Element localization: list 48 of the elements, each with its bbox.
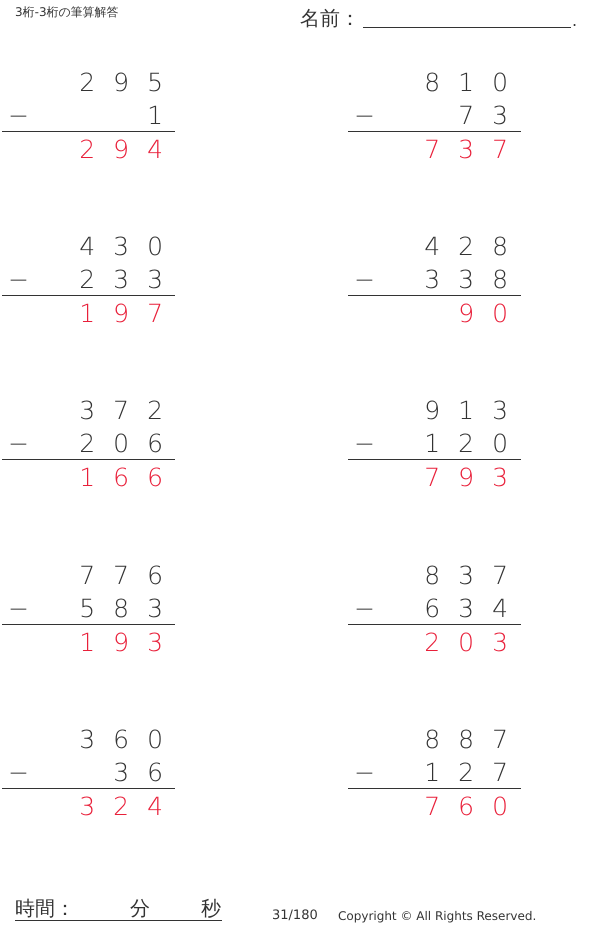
- answer-number: 90: [458, 301, 526, 326]
- number: 120: [424, 431, 526, 456]
- minutes-label: 分: [130, 898, 150, 918]
- minus-sign: −: [354, 431, 375, 456]
- minus-sign: −: [354, 596, 375, 621]
- answer-number: 203: [424, 630, 526, 655]
- number: 36: [113, 760, 181, 785]
- seconds-label: 秒: [201, 898, 221, 918]
- minus-sign: −: [8, 431, 29, 456]
- answer-number: 294: [79, 137, 181, 162]
- answer-number: 197: [79, 301, 181, 326]
- number: 206: [79, 431, 181, 456]
- answer-number: 760: [424, 794, 526, 819]
- period-mark: .: [572, 13, 578, 29]
- number: 810: [424, 70, 526, 95]
- number: 634: [424, 596, 526, 621]
- minus-sign: −: [8, 596, 29, 621]
- number: 127: [424, 760, 526, 785]
- minus-sign: −: [354, 760, 375, 785]
- minus-sign: −: [8, 267, 29, 292]
- minus-sign: −: [8, 760, 29, 785]
- answer-number: 737: [424, 137, 526, 162]
- number: 887: [424, 727, 526, 752]
- minus-sign: −: [8, 103, 29, 128]
- minus-sign: −: [354, 103, 375, 128]
- number: 428: [424, 234, 526, 259]
- copyright-notice: Copyright © All Rights Reserved.: [338, 910, 536, 922]
- name-label: 名前：: [300, 8, 360, 28]
- answer-number: 166: [79, 465, 181, 490]
- number: 233: [79, 267, 181, 292]
- worksheet-title: 3桁-3桁の筆算解答: [15, 6, 119, 18]
- number: 338: [424, 267, 526, 292]
- minus-sign: −: [354, 267, 375, 292]
- number: 372: [79, 398, 181, 423]
- answer-number: 324: [79, 794, 181, 819]
- answer-number: 793: [424, 465, 526, 490]
- answer-number: 193: [79, 630, 181, 655]
- number: 73: [458, 103, 526, 128]
- page-number: 31/180: [272, 909, 318, 922]
- number: 913: [424, 398, 526, 423]
- number: 1: [147, 103, 181, 128]
- number: 837: [424, 563, 526, 588]
- number: 583: [79, 596, 181, 621]
- number: 295: [79, 70, 181, 95]
- number: 776: [79, 563, 181, 588]
- number: 360: [79, 727, 181, 752]
- time-label: 時間：: [15, 898, 75, 918]
- number: 430: [79, 234, 181, 259]
